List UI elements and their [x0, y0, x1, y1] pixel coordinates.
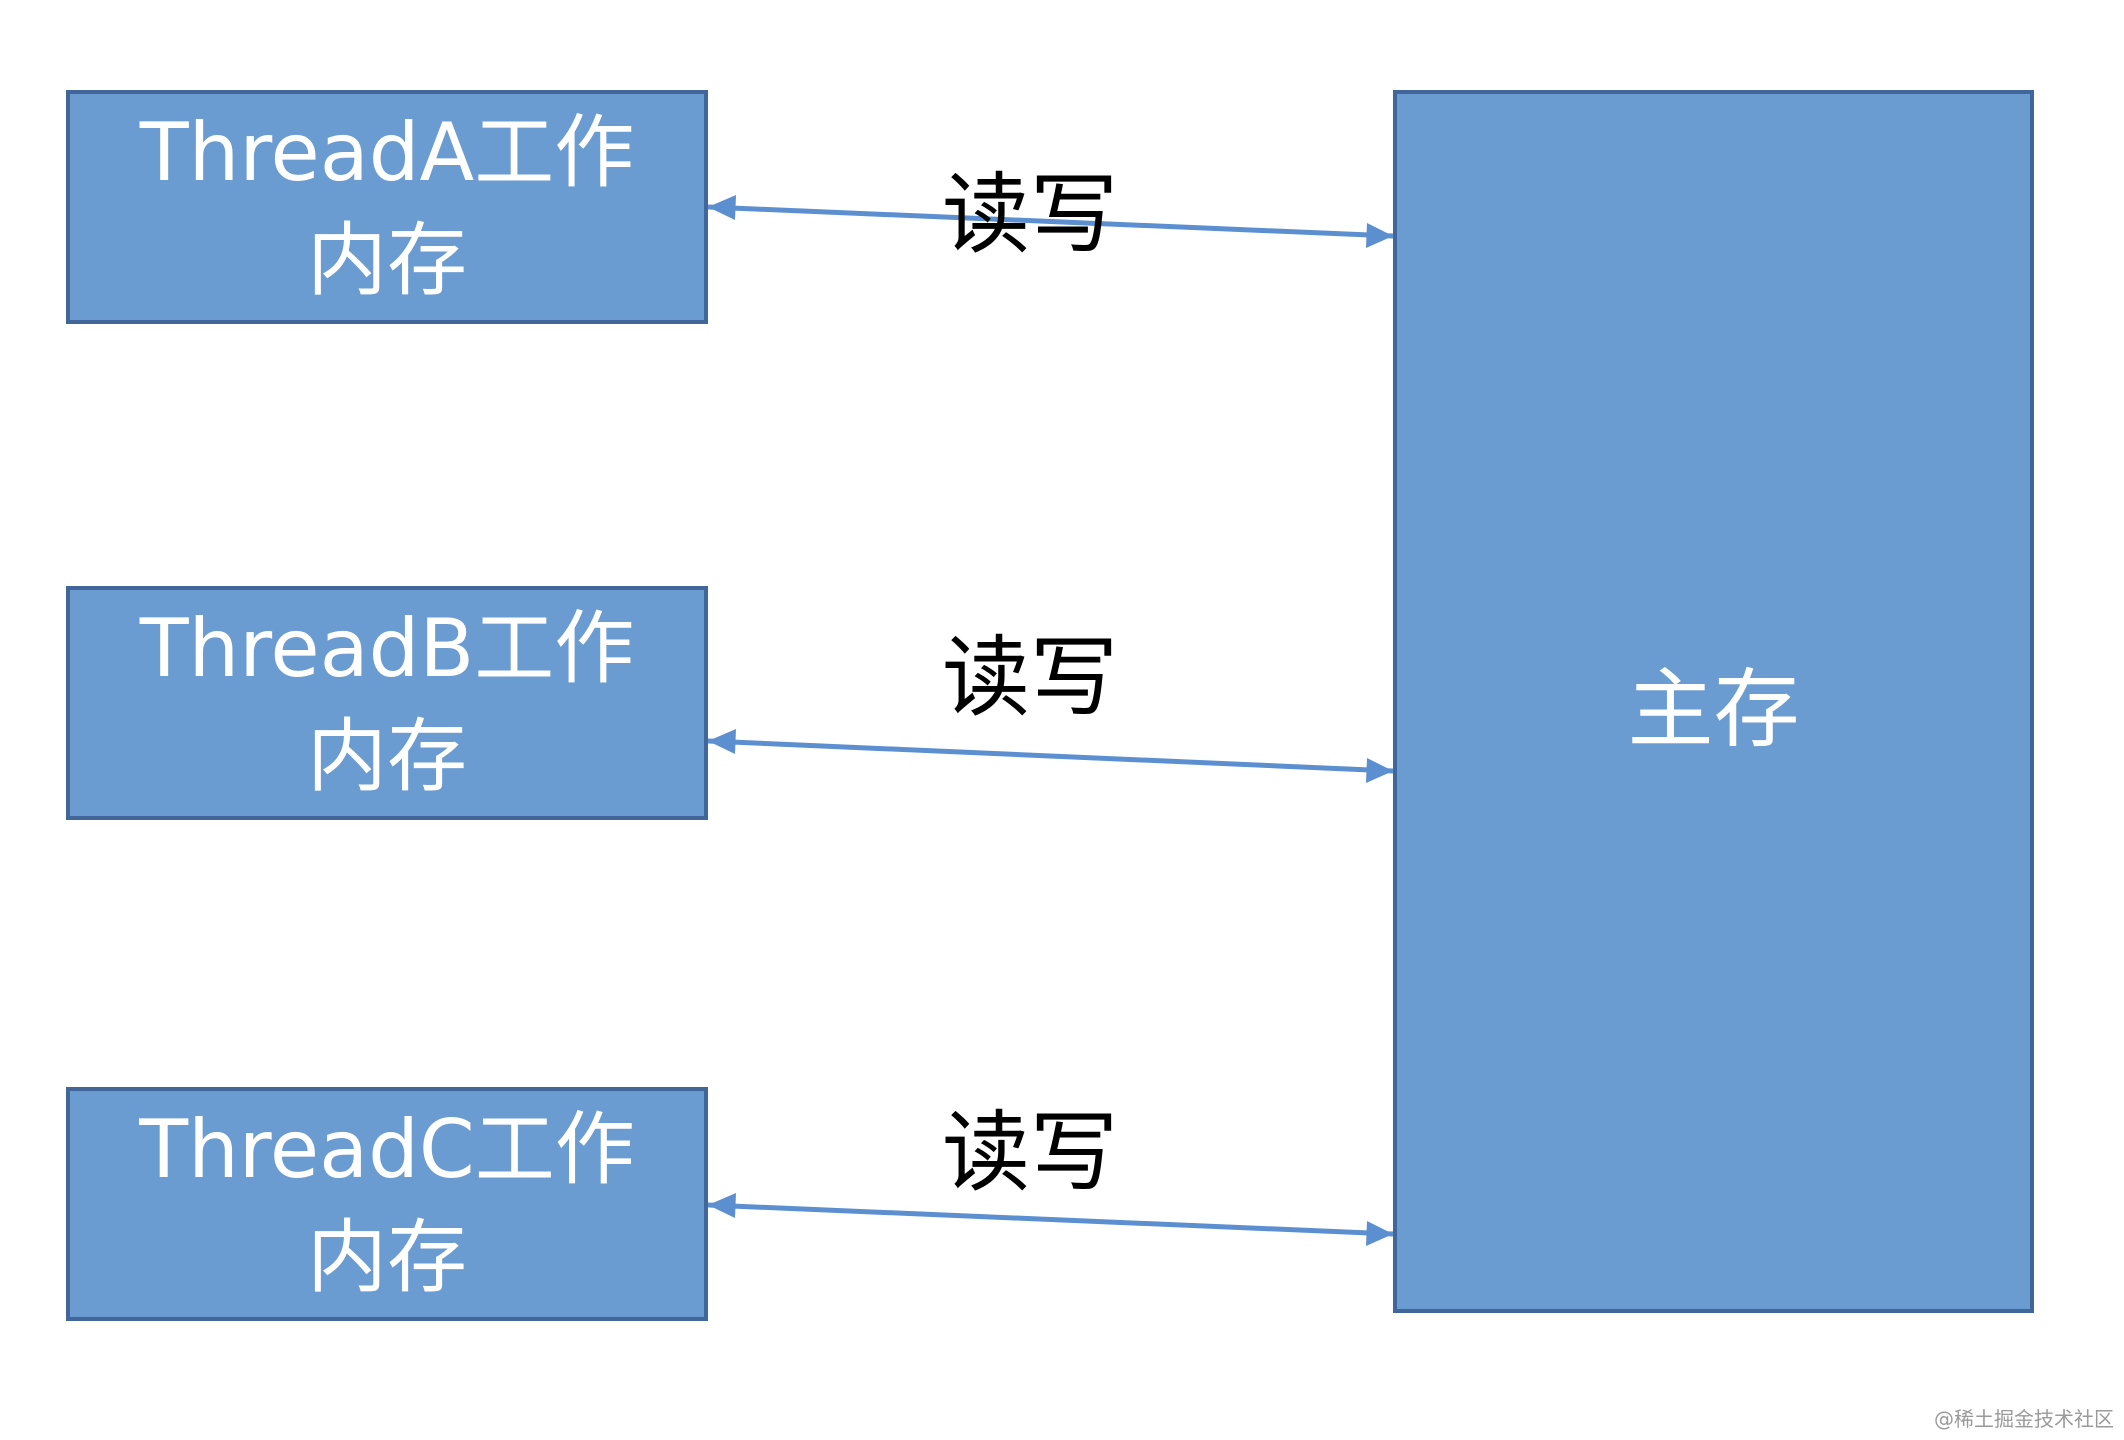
arrow-b [707, 729, 1394, 783]
arrow-a [707, 195, 1394, 248]
read-write-label-b: 读写 [941, 626, 1118, 729]
thread-c-subtitle: 内存 [307, 1211, 467, 1304]
thread-a-subtitle: 内存 [307, 214, 467, 307]
thread-b-title: ThreadB工作 [139, 602, 635, 695]
thread-a-working-memory: ThreadA工作 内存 [66, 90, 708, 324]
thread-c-working-memory: ThreadC工作 内存 [66, 1087, 708, 1321]
arrow-c [707, 1193, 1394, 1246]
thread-b-working-memory: ThreadB工作 内存 [66, 586, 708, 820]
watermark: @稀土掘金技术社区 [1934, 1407, 2114, 1431]
thread-c-title: ThreadC工作 [139, 1103, 635, 1196]
read-write-label-a: 读写 [941, 163, 1118, 266]
main-memory-label: 主存 [1627, 660, 1800, 760]
main-memory-box: 主存 [1393, 90, 2034, 1313]
read-write-label-c: 读写 [941, 1101, 1118, 1204]
thread-a-title: ThreadA工作 [139, 106, 635, 199]
thread-b-subtitle: 内存 [307, 710, 467, 803]
